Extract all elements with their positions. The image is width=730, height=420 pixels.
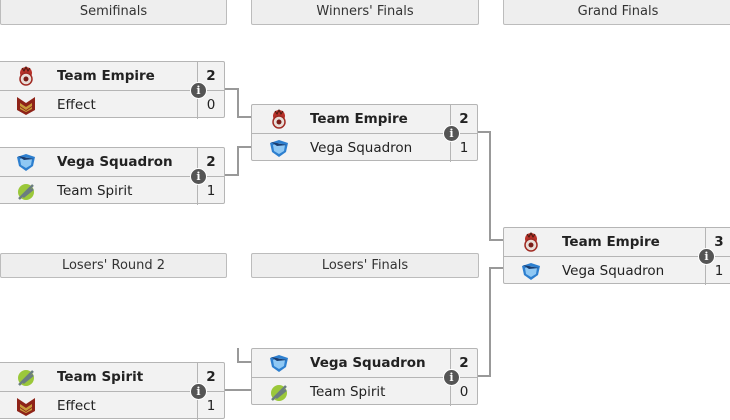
info-icon[interactable]: i <box>698 248 715 265</box>
team-name: Team Spirit <box>57 183 133 199</box>
team-empire-logo-icon <box>520 231 542 253</box>
team-spirit-logo-icon <box>268 381 290 403</box>
team-name: Vega Squadron <box>310 355 426 371</box>
team-score: 2 <box>197 148 224 176</box>
team-score: 1 <box>197 177 224 205</box>
team-score: 3 <box>705 228 730 256</box>
team-score: 0 <box>450 378 477 406</box>
vega-squadron-logo-icon <box>268 137 290 159</box>
info-icon[interactable]: i <box>190 168 207 185</box>
team-row[interactable]: Team Spirit 2 <box>0 363 224 391</box>
info-icon[interactable]: i <box>190 383 207 400</box>
team-score: 1 <box>197 392 224 420</box>
team-name: Team Spirit <box>57 369 144 385</box>
info-icon[interactable]: i <box>190 82 207 99</box>
team-name: Vega Squadron <box>310 140 413 156</box>
team-name: Effect <box>57 398 96 414</box>
team-score: 0 <box>197 91 224 119</box>
team-row[interactable]: Team Empire 3 <box>504 228 730 256</box>
connector <box>237 116 252 118</box>
header-winners-finals: Winners' Finals <box>251 0 479 25</box>
team-name: Team Empire <box>562 234 660 250</box>
info-icon[interactable]: i <box>443 125 460 142</box>
connector <box>489 267 491 377</box>
connector <box>237 146 239 176</box>
info-icon[interactable]: i <box>443 369 460 386</box>
team-row[interactable]: Vega Squadron 1 <box>504 256 730 285</box>
header-losers-finals: Losers' Finals <box>251 253 479 278</box>
header-losers-round-2: Losers' Round 2 <box>0 253 227 278</box>
vega-squadron-logo-icon <box>15 151 37 173</box>
team-row[interactable]: Team Empire 2 <box>252 105 477 133</box>
team-row[interactable]: Team Spirit 1 <box>0 176 224 205</box>
team-score: 2 <box>450 349 477 377</box>
team-name: Vega Squadron <box>57 154 173 170</box>
team-name: Effect <box>57 97 96 113</box>
vega-squadron-logo-icon <box>268 352 290 374</box>
team-row[interactable]: Team Spirit 0 <box>252 377 477 406</box>
team-name: Team Empire <box>310 111 408 127</box>
connector <box>208 389 252 391</box>
header-semifinals: Semifinals <box>0 0 227 25</box>
team-empire-logo-icon <box>15 65 37 87</box>
connector <box>237 146 252 148</box>
team-score: 1 <box>450 134 477 162</box>
team-row[interactable]: Vega Squadron 2 <box>252 349 477 377</box>
team-row[interactable]: Team Empire 2 <box>0 62 224 90</box>
header-grand-finals: Grand Finals <box>503 0 730 25</box>
team-row[interactable]: Effect 0 <box>0 90 224 119</box>
team-name: Team Spirit <box>310 384 386 400</box>
team-name: Vega Squadron <box>562 263 665 279</box>
vega-squadron-logo-icon <box>520 260 542 282</box>
team-score: 2 <box>197 363 224 391</box>
team-score: 2 <box>450 105 477 133</box>
team-score: 2 <box>197 62 224 90</box>
team-row[interactable]: Vega Squadron 2 <box>0 148 224 176</box>
connector <box>489 239 504 241</box>
team-spirit-logo-icon <box>15 180 37 202</box>
connector <box>237 361 252 363</box>
team-row[interactable]: Effect 1 <box>0 391 224 420</box>
connector <box>489 131 491 241</box>
team-spirit-logo-icon <box>15 366 37 388</box>
connector <box>237 348 239 363</box>
team-empire-logo-icon <box>268 108 290 130</box>
effect-logo-icon <box>15 94 37 116</box>
team-row[interactable]: Vega Squadron 1 <box>252 133 477 162</box>
connector <box>489 267 504 269</box>
connector <box>237 88 239 118</box>
team-name: Team Empire <box>57 68 155 84</box>
team-score: 1 <box>705 257 730 285</box>
effect-logo-icon <box>15 395 37 417</box>
